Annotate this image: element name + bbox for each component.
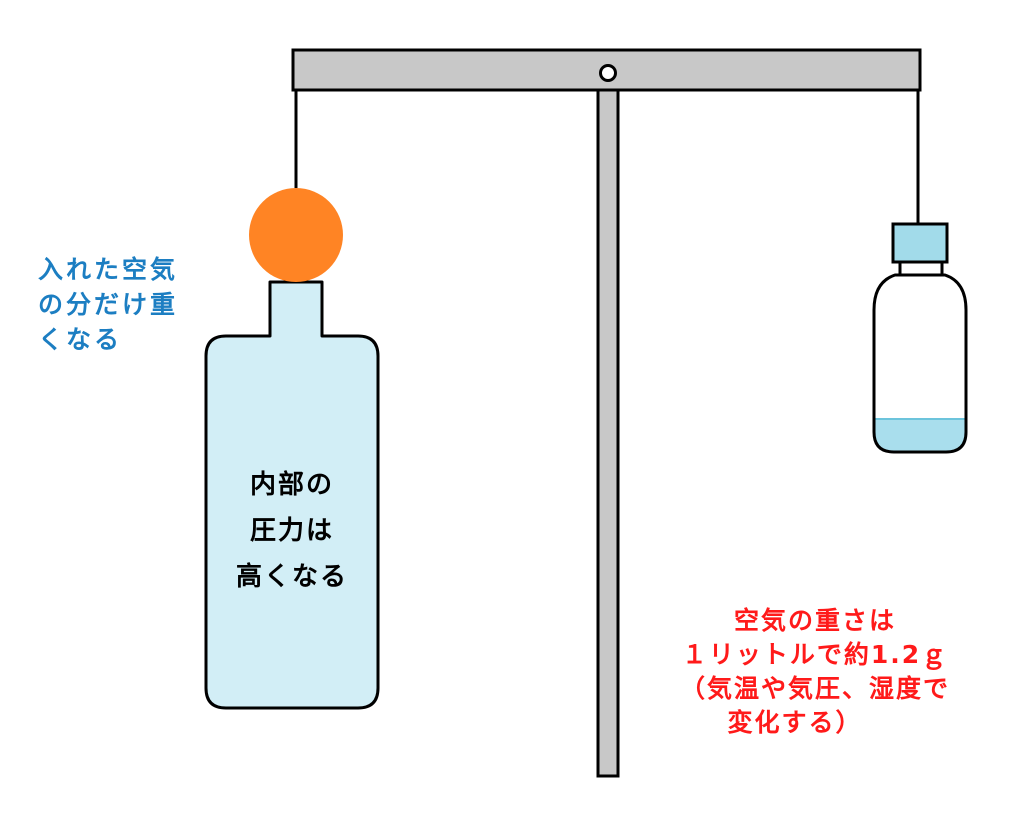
internal-pressure-note-line-3: 高くなる [235, 562, 348, 592]
right-bottle-cap [891, 222, 949, 264]
air-weight-note-line-3: くなる [38, 325, 123, 354]
air-density-note-line-4: 変化する） [727, 708, 863, 737]
balloon [249, 188, 343, 282]
stand-post [596, 88, 620, 778]
internal-pressure-note-line-2: 圧力は [249, 516, 334, 546]
air-weight-note-line-2: の分だけ重 [38, 290, 179, 319]
pivot-ring-icon [599, 64, 617, 82]
right-bottle-water [874, 419, 966, 452]
right-bottle-outline [872, 273, 968, 454]
internal-pressure-note-line-1: 内部の [249, 470, 334, 500]
air-density-note-line-3: （気温や気圧、湿度で [679, 674, 950, 703]
air-density-note-line-2: １リットルで約1.2ｇ [681, 640, 949, 669]
left-bottle [204, 280, 380, 710]
right-bottle-body [874, 275, 966, 452]
internal-pressure-note: 内部の 圧力は 高くなる [208, 462, 376, 600]
air-weight-note-line-1: 入れた空気 [38, 255, 179, 284]
air-density-note: 空気の重さは １リットルで約1.2ｇ （気温や気圧、湿度で 変化する） [660, 604, 970, 740]
air-density-note-line-1: 空気の重さは [733, 606, 896, 635]
air-weight-note: 入れた空気 の分だけ重 くなる [38, 252, 178, 357]
